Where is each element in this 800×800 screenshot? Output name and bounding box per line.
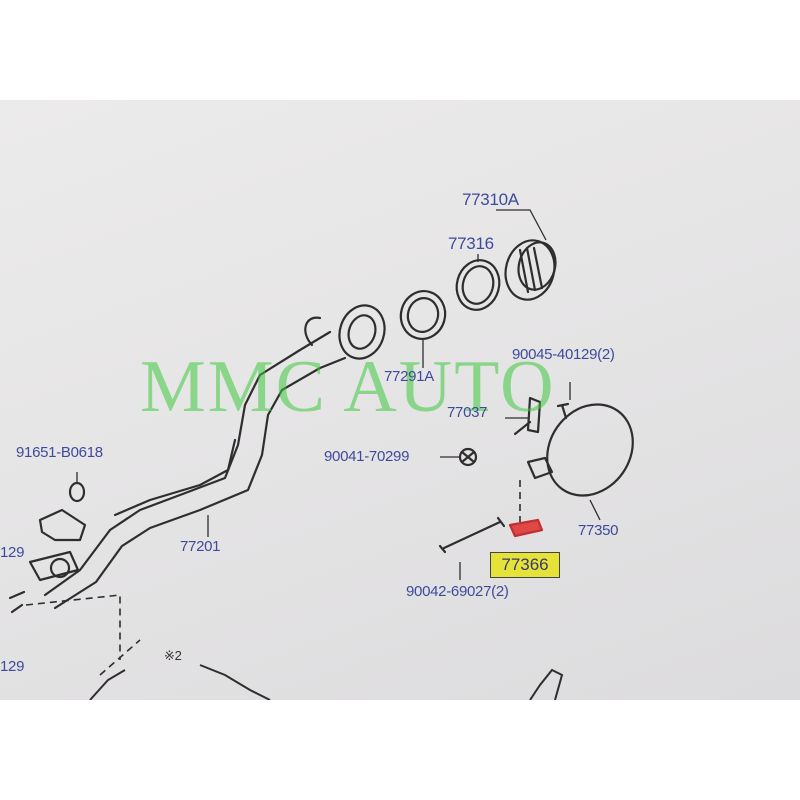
label-77201: 77201 (180, 538, 221, 555)
grommet-90041 (458, 447, 478, 467)
quantity: (2) (491, 583, 509, 600)
quantity: (2) (597, 346, 615, 363)
label-partial-129-bottom: 129 (0, 658, 25, 675)
fuel-door-77350 (546, 403, 634, 497)
gasket-ring-77291A (399, 290, 447, 340)
filler-neck-opening (338, 304, 386, 360)
bracket-91651 (38, 508, 87, 542)
note-x2: ※2 (164, 648, 182, 663)
label-91651-B0618: 91651-B0618 (16, 444, 103, 461)
part-number: 90045-40129 (512, 346, 598, 363)
label-90041-70299: 90041-70299 (324, 448, 410, 465)
hose-bottom-left (89, 669, 126, 700)
parts-diagram-drawing (8, 209, 634, 700)
watermark: MMC AUTO (140, 346, 556, 428)
pin-90042 (438, 516, 506, 554)
label-90045-40129: 90045-40129(2) (512, 346, 615, 363)
parts-diagram-photo: MMC AUTO 77310A 77316 77291A 90045-40129… (0, 100, 800, 700)
label-77291A: 77291A (384, 368, 434, 385)
highlighted-part-77366: 77366 (490, 552, 560, 578)
label-partial-129-top: 129 (0, 544, 25, 561)
label-77366: 77366 (501, 555, 549, 574)
breather-line (113, 438, 237, 517)
hinge-77037 (526, 396, 542, 434)
label-77310A: 77310A (462, 190, 519, 209)
opener-77366 (508, 518, 544, 538)
filler-neck-tube (43, 330, 332, 597)
screw-90045 (556, 402, 570, 420)
label-90042-69027: 90042-69027(2) (406, 583, 509, 600)
label-77037: 77037 (447, 404, 488, 421)
hose-bottom-middle (199, 664, 271, 700)
part-number: 90042-69027 (406, 583, 492, 600)
label-77316: 77316 (448, 234, 494, 253)
gasket-ring-77316 (455, 259, 501, 311)
label-77350: 77350 (578, 522, 619, 539)
hose-bottom-right (529, 668, 564, 700)
